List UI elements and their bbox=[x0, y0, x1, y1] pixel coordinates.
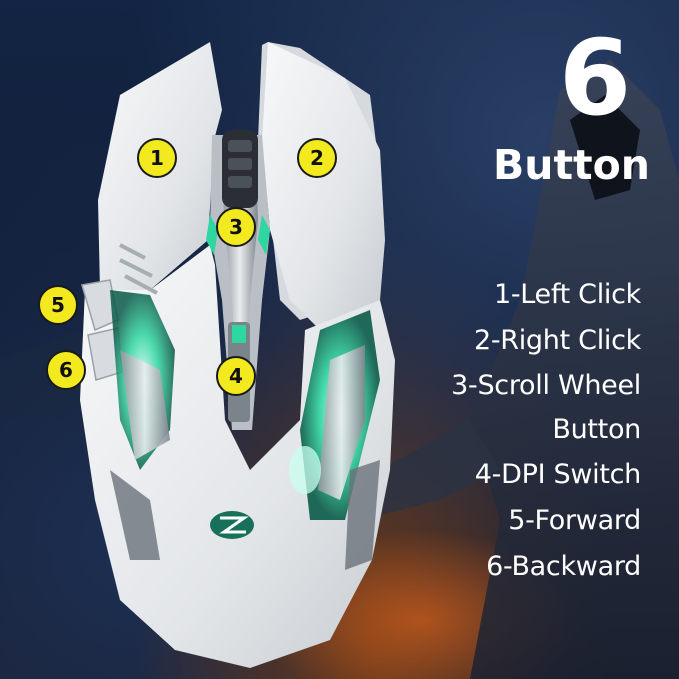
badge-backward: 6 bbox=[46, 350, 86, 390]
badge-right-click: 2 bbox=[297, 138, 337, 178]
feature-list: 1-Left Click 2-Right Click 3-Scroll Whee… bbox=[381, 272, 641, 590]
feature-backward: 6-Backward bbox=[486, 551, 641, 582]
heading-word: Button bbox=[493, 141, 650, 189]
feature-scroll-wheel-line2: Button bbox=[552, 414, 641, 445]
feature-forward: 5-Forward bbox=[508, 505, 641, 536]
feature-scroll-wheel: 3-Scroll Wheel Button bbox=[381, 364, 641, 452]
feature-right-click: 2-Right Click bbox=[473, 325, 641, 356]
badge-dpi-switch: 4 bbox=[216, 356, 256, 396]
badge-left-click: 1 bbox=[137, 138, 177, 178]
z-logo-icon bbox=[210, 511, 254, 539]
badge-forward: 5 bbox=[38, 285, 78, 325]
feature-left-click: 1-Left Click bbox=[493, 279, 641, 310]
badge-scroll-wheel: 3 bbox=[216, 207, 256, 247]
heading-number: 6 bbox=[558, 17, 632, 139]
feature-dpi-switch: 4-DPI Switch bbox=[474, 459, 642, 490]
feature-scroll-wheel-line1: 3-Scroll Wheel bbox=[451, 370, 641, 401]
